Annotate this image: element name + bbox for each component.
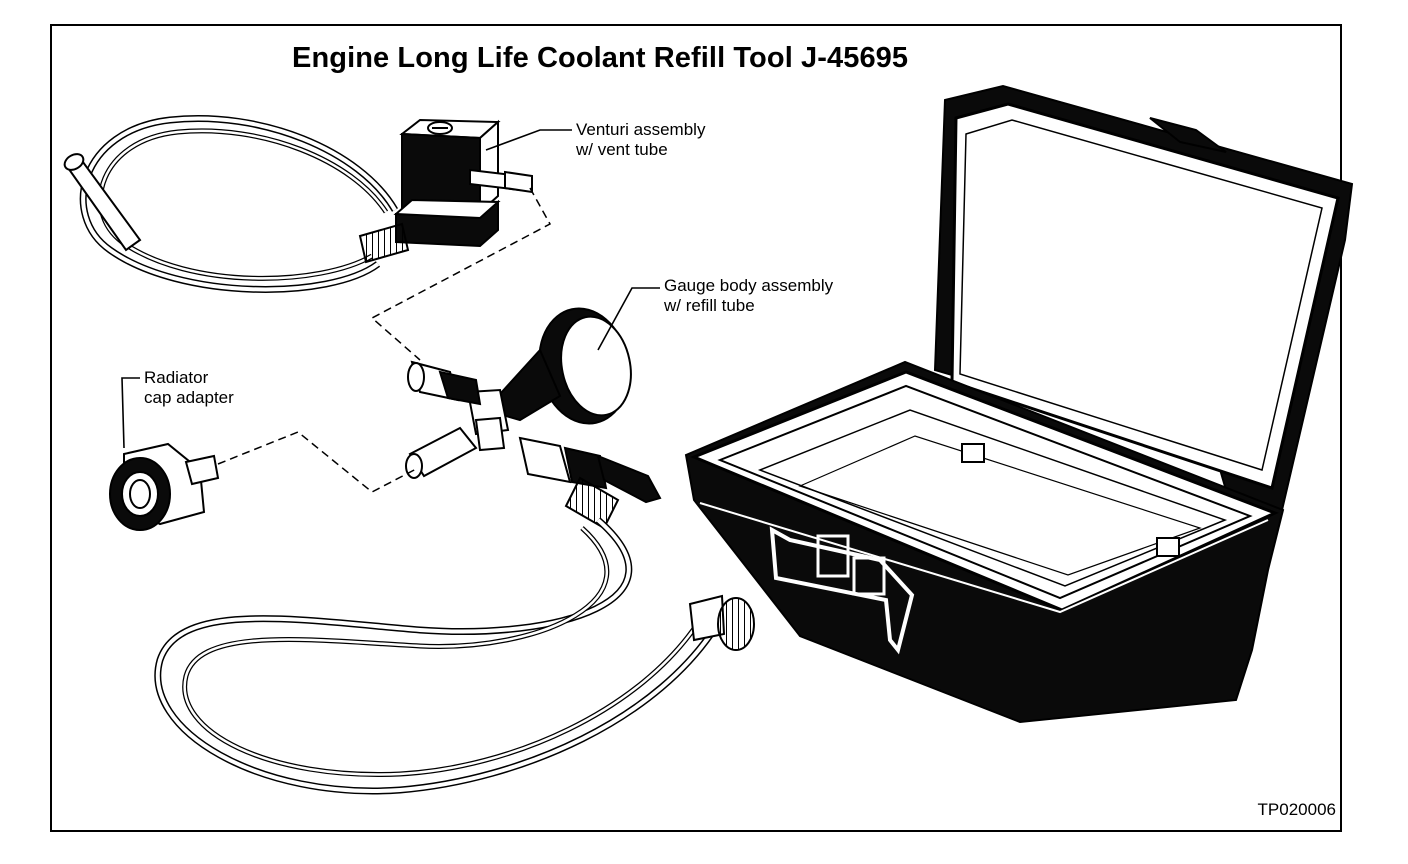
figure-title: Engine Long Life Coolant Refill Tool J-4…	[292, 42, 909, 74]
leader-lines	[121, 129, 660, 449]
label-gauge-line1: Gauge body assembly	[664, 276, 834, 295]
label-venturi: Venturi assembly w/ vent tube	[576, 120, 705, 160]
vent-tube-hose	[63, 114, 399, 293]
case-lid-tab	[1149, 117, 1227, 153]
label-venturi-line1: Venturi assembly	[576, 120, 706, 139]
venturi-assembly	[358, 118, 533, 264]
case-lid-inner	[950, 102, 1340, 490]
figure-code: TP020006	[1257, 800, 1336, 819]
label-venturi-line2: w/ vent tube	[576, 140, 668, 159]
refill-tube-hose	[154, 517, 755, 795]
label-gauge-line2: w/ refill tube	[664, 296, 755, 315]
case-handle	[769, 526, 915, 655]
carrying-case	[684, 84, 1354, 724]
figure-border	[50, 24, 1342, 832]
label-gauge: Gauge body assembly w/ refill tube	[664, 276, 833, 316]
label-radiator: Radiator cap adapter	[144, 368, 234, 408]
label-radiator-line1: Radiator	[144, 368, 209, 387]
gauge-body-assembly	[405, 307, 662, 530]
radiator-cap-adapter	[109, 442, 220, 531]
label-radiator-line2: cap adapter	[144, 388, 234, 407]
connection-lines	[217, 187, 552, 493]
